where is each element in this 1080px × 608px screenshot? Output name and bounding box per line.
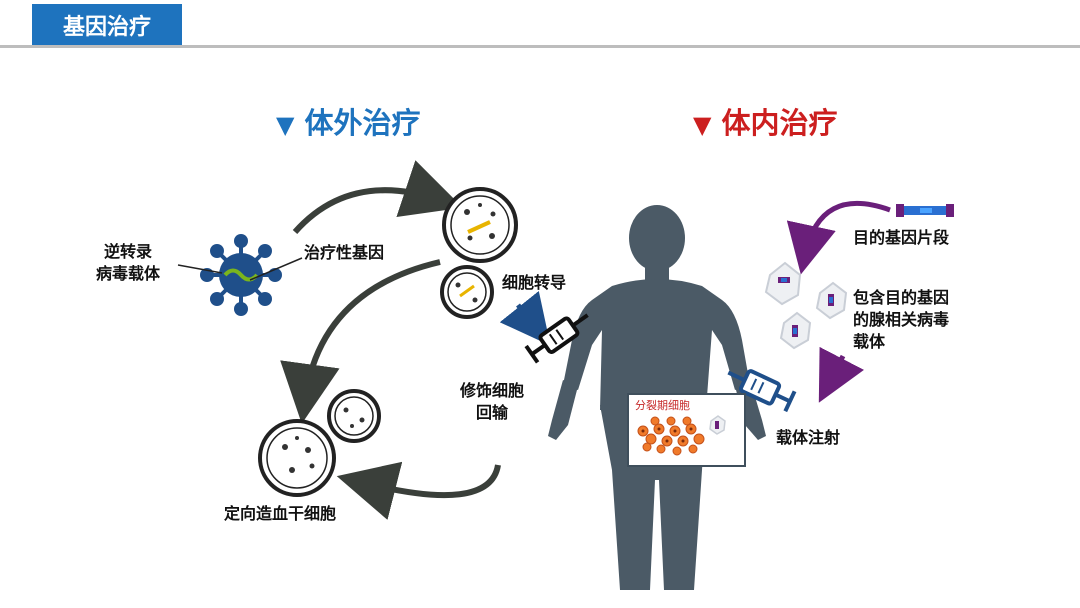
therapeutic-gene-label: 治疗性基因 [304, 242, 384, 264]
modified-cell-return-label: 修饰细胞 回输 [460, 380, 524, 424]
aav-vector-label: 包含目的基因 的腺相关病毒 载体 [853, 287, 949, 353]
dividing-cells-inset: 分裂期细胞 [627, 393, 746, 467]
stem-cells-label: 定向造血干细胞 [224, 503, 336, 525]
ex-vivo-arrow-bottom [360, 465, 498, 495]
aav-particle-icon [766, 263, 846, 348]
target-gene-label: 目的基因片段 [853, 227, 949, 249]
transduction-arrow [518, 305, 538, 330]
in-vivo-arrow-bottom [828, 356, 843, 385]
petri-dish-icon-stem-large [260, 421, 334, 495]
petri-dish-icon-stem-small [329, 391, 379, 441]
vector-leader-line [178, 265, 222, 273]
petri-dish-icon-transduced [442, 267, 492, 317]
cell-transduction-label: 细胞转导 [502, 272, 566, 294]
cell-cluster-icon [629, 395, 740, 461]
ex-vivo-arrow-left [305, 262, 440, 400]
retro-vector-label: 逆转录 病毒载体 [96, 241, 160, 285]
petri-dish-icon-top [444, 189, 516, 261]
vector-injection-label: 载体注射 [776, 427, 840, 449]
virus-icon [200, 234, 282, 316]
dna-fragment-icon [896, 204, 954, 217]
ex-vivo-arrow-top [295, 190, 440, 232]
